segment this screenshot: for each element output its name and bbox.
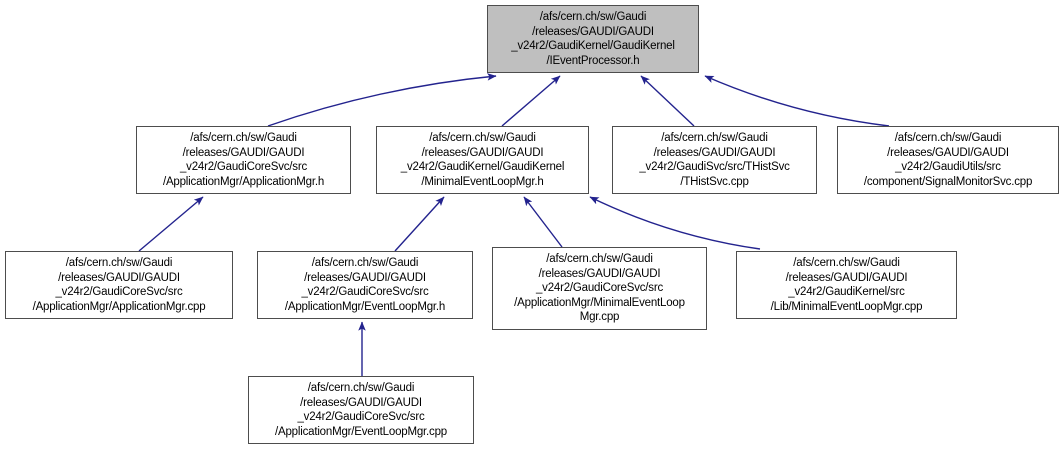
graph-node-label-line: /releases/GAUDI/GAUDI (532, 25, 654, 38)
graph-node-label-line: /ApplicationMgr/ApplicationMgr.h (162, 175, 325, 188)
graph-node-label-line: /releases/GAUDI/GAUDI (58, 271, 180, 284)
graph-node-label-line: _v24r2/GaudiCoreSvc/src (301, 286, 429, 298)
graph-node-label-line: _v24r2/GaudiCoreSvc/src (535, 282, 664, 295)
graph-node-signalmonitorsvc-cpp[interactable]: /afs/cern.ch/sw/Gaudi/releases/GAUDI/GAU… (837, 126, 1059, 194)
graph-node-label-line: /IEventProcessor.h (546, 54, 640, 67)
graph-node-label-line: /afs/cern.ch/sw/Gaudi (793, 257, 900, 269)
graph-node-label-line: Mgr.cpp (579, 311, 620, 324)
graph-edge-minimaleventloopmgr-cpp-kernel-to-minimaleventloopmgr-h (589, 196, 761, 250)
graph-node-label-line: /releases/GAUDI/GAUDI (538, 267, 661, 280)
graph-node-label-line: /ApplicationMgr/ApplicationMgr.cpp (32, 300, 206, 313)
graph-edge-minimaleventloopmgr-cpp-core-to-minimaleventloopmgr-h (523, 196, 563, 248)
graph-node-label-line: /releases/GAUDI/GAUDI (653, 146, 776, 159)
graph-node-label-line: /afs/cern.ch/sw/Gaudi (894, 132, 1002, 144)
graph-node-label-line: /releases/GAUDI/GAUDI (887, 146, 1009, 159)
graph-node-applicationmgr-h[interactable]: /afs/cern.ch/sw/Gaudi/releases/GAUDI/GAU… (136, 126, 351, 194)
graph-node-label-line: _v24r2/GaudiCoreSvc/src (55, 286, 183, 298)
graph-node-ieventprocessor-h[interactable]: /afs/cern.ch/sw/Gaudi/releases/GAUDI/GAU… (487, 5, 699, 73)
graph-edge-applicationmgr-h-to-ieventprocessor-h (267, 73, 497, 127)
graph-node-label-line: /releases/GAUDI/GAUDI (182, 146, 305, 159)
graph-node-label-line: _v24r2/GaudiSvc/src/THistSvc (639, 161, 790, 173)
graph-node-label-line: /afs/cern.ch/sw/Gaudi (546, 253, 653, 266)
graph-node-label-line: _v24r2/GaudiUtils/src (895, 161, 1001, 173)
graph-node-label-line: /afs/cern.ch/sw/Gaudi (307, 382, 415, 394)
graph-node-label-line: /afs/cern.ch/sw/Gaudi (661, 132, 768, 144)
graph-node-label-line: _v24r2/GaudiKernel/GaudiKernel (400, 161, 565, 173)
graph-node-label-line: /afs/cern.ch/sw/Gaudi (190, 132, 297, 144)
graph-node-label-line: /Lib/MinimalEventLoopMgr.cpp (770, 300, 923, 313)
graph-node-label-line: /ApplicationMgr/EventLoopMgr.cpp (275, 425, 447, 438)
graph-node-eventloopmgr-h[interactable]: /afs/cern.ch/sw/Gaudi/releases/GAUDI/GAU… (257, 251, 473, 319)
graph-node-label-line: /afs/cern.ch/sw/Gaudi (429, 132, 536, 144)
graph-node-label-line: /releases/GAUDI/GAUDI (300, 396, 422, 409)
graph-node-label-line: _v24r2/GaudiKernel/src (788, 286, 905, 298)
graph-node-label-line: /releases/GAUDI/GAUDI (421, 146, 544, 159)
graph-edge-eventloopmgr-h-to-minimaleventloopmgr-h (394, 196, 445, 252)
graph-node-label-line: _v24r2/GaudiCoreSvc/src (297, 411, 425, 423)
graph-node-label-line: /releases/GAUDI/GAUDI (785, 271, 908, 284)
graph-node-label-line: /component/SignalMonitorSvc.cpp (863, 175, 1033, 188)
graph-node-label-line: /THistSvc.cpp (680, 175, 749, 188)
graph-edge-minimaleventloopmgr-h-to-ieventprocessor-h (501, 75, 561, 127)
graph-node-minimaleventloopmgr-cpp-core[interactable]: /afs/cern.ch/sw/Gaudi/releases/GAUDI/GAU… (492, 247, 707, 330)
graph-edge-applicationmgr-cpp-to-applicationmgr-h (138, 196, 204, 252)
graph-node-label-line: /ApplicationMgr/EventLoopMgr.h (284, 300, 446, 313)
graph-node-label-line: /afs/cern.ch/sw/Gaudi (65, 257, 173, 269)
graph-node-label-line: /releases/GAUDI/GAUDI (304, 271, 426, 284)
graph-node-label-line: /ApplicationMgr/MinimalEventLoop (514, 296, 685, 309)
graph-node-label-line: /afs/cern.ch/sw/Gaudi (539, 11, 647, 23)
graph-edge-thistsvc-cpp-to-ieventprocessor-h (640, 75, 695, 127)
graph-node-applicationmgr-cpp[interactable]: /afs/cern.ch/sw/Gaudi/releases/GAUDI/GAU… (5, 251, 233, 319)
graph-edge-signalmonitorsvc-cpp-to-ieventprocessor-h (704, 75, 890, 127)
graph-node-minimaleventloopmgr-cpp-kernel[interactable]: /afs/cern.ch/sw/Gaudi/releases/GAUDI/GAU… (736, 251, 957, 319)
graph-node-label-line: _v24r2/GaudiKernel/GaudiKernel (511, 40, 675, 52)
graph-node-thistsvc-cpp[interactable]: /afs/cern.ch/sw/Gaudi/releases/GAUDI/GAU… (612, 126, 817, 194)
graph-node-eventloopmgr-cpp[interactable]: /afs/cern.ch/sw/Gaudi/releases/GAUDI/GAU… (248, 376, 474, 444)
graph-node-minimaleventloopmgr-h[interactable]: /afs/cern.ch/sw/Gaudi/releases/GAUDI/GAU… (376, 126, 589, 194)
graph-node-label-line: /MinimalEventLoopMgr.h (421, 175, 544, 188)
graph-node-label-line: /afs/cern.ch/sw/Gaudi (311, 257, 419, 269)
graph-node-label-line: _v24r2/GaudiCoreSvc/src (179, 161, 308, 173)
